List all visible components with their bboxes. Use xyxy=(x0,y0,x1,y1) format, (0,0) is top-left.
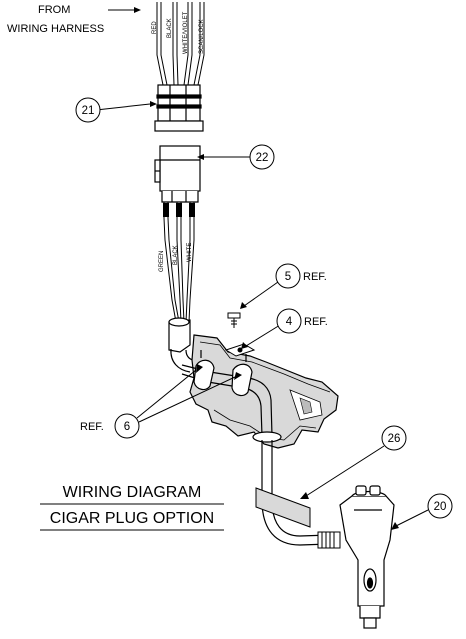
callout-4-number: 4 xyxy=(286,316,293,328)
tape-label-26 xyxy=(255,487,311,528)
callout-21: 21 xyxy=(75,97,157,123)
callout-26-number: 26 xyxy=(388,433,401,445)
callout-5: 5 REF. xyxy=(240,263,327,309)
cigar-plug xyxy=(339,485,395,629)
wire-label-white: WHITE xyxy=(187,243,193,262)
top-wires xyxy=(156,2,205,86)
mounting-bracket xyxy=(189,334,339,449)
callout-20-number: 20 xyxy=(434,501,447,513)
strain-relief xyxy=(317,531,341,549)
from-arrow xyxy=(108,7,141,13)
connector-21 xyxy=(154,84,204,132)
callout-5-number: 5 xyxy=(285,271,291,283)
wire-label-black-top: BLACK xyxy=(167,18,173,38)
callout-22: 22 xyxy=(197,144,275,170)
wire-crimps xyxy=(163,203,195,217)
wiring-harness-label: WIRING HARNESS xyxy=(7,23,104,35)
diagram-title: WIRING DIAGRAM CIGAR PLUG OPTION xyxy=(40,484,224,531)
callout-6-number: 6 xyxy=(124,421,130,433)
title-line-1: WIRING DIAGRAM xyxy=(63,484,202,501)
callout-6: REF. 6 xyxy=(80,364,242,439)
cord-grommet xyxy=(252,431,282,443)
wire-label-white-violet: WHITE/VIOLET xyxy=(183,11,189,54)
callout-20: 20 xyxy=(391,493,453,530)
wire-label-scan-lock: SCAN/LOCK xyxy=(199,19,205,54)
callout-22-number: 22 xyxy=(256,152,269,164)
connector-22 xyxy=(154,145,201,203)
wire-label-green: GREEN xyxy=(159,251,165,272)
ref-5-label: REF. xyxy=(303,271,327,283)
lower-cord xyxy=(261,440,331,546)
wire-label-red: RED xyxy=(152,21,158,34)
callout-4: 4 REF. xyxy=(241,308,328,349)
wire-label-black-lower: BLACK xyxy=(173,245,179,265)
ref-4-label: REF. xyxy=(304,316,328,328)
callout-26: 26 xyxy=(300,425,407,499)
from-label: FROM xyxy=(38,4,70,16)
callout-21-number: 21 xyxy=(82,105,95,117)
ref-6-label: REF. xyxy=(80,421,104,433)
cable-sheath xyxy=(168,317,191,353)
title-line-2: CIGAR PLUG OPTION xyxy=(50,510,214,527)
screw-5 xyxy=(227,312,241,328)
